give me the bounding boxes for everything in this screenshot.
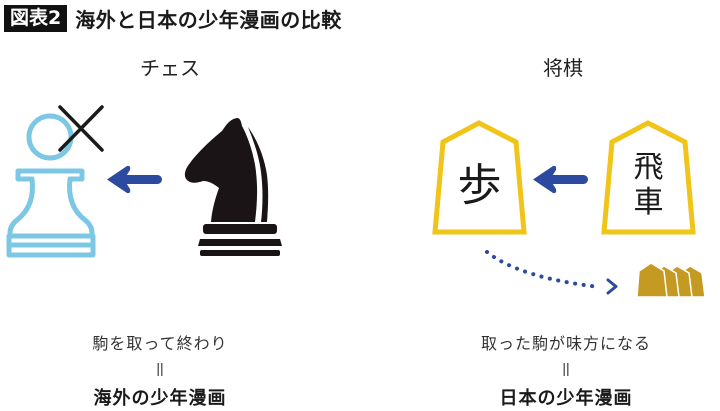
hisha-character-1: 飛 [634, 150, 664, 185]
fu-character: 歩 [458, 160, 502, 211]
dotted-arrow-icon [485, 250, 618, 295]
arrow-left-icon [107, 165, 162, 194]
arrow-left-icon [533, 165, 588, 194]
chess-caption: 駒を取って終わり || 海外の少年漫画 [10, 330, 310, 410]
captured-pieces-icon [636, 262, 706, 298]
figure-title: 海外と日本の少年漫画の比較 [75, 7, 342, 32]
hisha-character-2: 車 [634, 185, 664, 220]
chess-heading: チェス [140, 56, 200, 80]
chess-description: 駒を取って終わり [92, 334, 228, 353]
shogi-equals: || [562, 360, 570, 376]
chess-equals: || [156, 360, 164, 376]
shogi-piece-hisha: 飛 車 [601, 120, 696, 235]
figure-header: 図表2 海外と日本の少年漫画の比較 [4, 4, 342, 32]
cross-icon [58, 105, 104, 152]
chess-label: 海外の少年漫画 [93, 388, 227, 409]
shogi-piece-fu: 歩 [432, 120, 527, 235]
shogi-description: 取った駒が味方になる [480, 334, 651, 353]
figure-tag: 図表2 [4, 4, 68, 32]
pawn-icon [6, 113, 96, 258]
knight-icon [184, 118, 282, 256]
shogi-heading: 将棋 [543, 56, 583, 80]
shogi-caption: 取った駒が味方になる || 日本の少年漫画 [416, 330, 716, 410]
shogi-label: 日本の少年漫画 [499, 388, 633, 409]
